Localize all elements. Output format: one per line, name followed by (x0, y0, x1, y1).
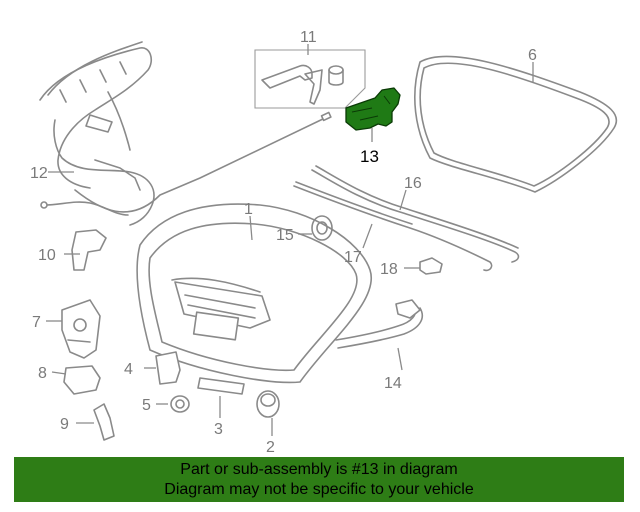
callout-17: 17 (344, 249, 362, 266)
callout-18: 18 (380, 261, 398, 278)
part-16-rod (311, 165, 520, 263)
callout-13: 13 (360, 147, 379, 166)
callout-2: 2 (266, 439, 275, 455)
callout-1: 1 (244, 201, 253, 218)
notice-line-2: Diagram may not be specific to your vehi… (164, 481, 474, 498)
callout-3: 3 (214, 421, 223, 438)
part-4-cushion (155, 351, 181, 385)
callout-16: 16 (404, 175, 422, 192)
part-10-bracket (71, 229, 107, 271)
part-7-actuator (61, 299, 101, 359)
parts-diagram: 11 6 13 12 16 1 15 17 18 10 7 4 8 14 5 3… (30, 29, 618, 455)
diagram-notice-banner: Part or sub-assembly is #13 in diagram D… (14, 457, 624, 502)
callout-5: 5 (142, 397, 151, 414)
part-14-hinge (335, 299, 424, 349)
callout-15: 15 (276, 227, 294, 244)
notice-line-1: Part or sub-assembly is #13 in diagram (180, 461, 458, 478)
part-8-bracket (63, 365, 101, 395)
part-3-garnish (197, 377, 245, 395)
callout-4: 4 (124, 361, 133, 378)
part-2-switch (256, 390, 280, 418)
part-17-rod (293, 181, 493, 272)
callout-8: 8 (38, 365, 47, 382)
part-12-release-cable (39, 41, 332, 226)
callout-9: 9 (60, 416, 69, 433)
callout-12: 12 (30, 165, 48, 182)
part-9-bracket (93, 403, 115, 441)
leader-lines (46, 44, 534, 436)
part-6-weatherstrip (414, 55, 618, 193)
part-11-tool-kit (254, 49, 366, 109)
part-18-clip (419, 257, 443, 275)
callout-7: 7 (32, 314, 41, 331)
callout-11: 11 (300, 29, 317, 46)
callout-6: 6 (528, 47, 537, 64)
callout-14: 14 (384, 375, 402, 392)
part-1-trunk-lid (136, 203, 373, 384)
part-5-bumper (170, 395, 190, 413)
callout-10: 10 (38, 247, 56, 264)
part-13-latch (345, 87, 401, 131)
